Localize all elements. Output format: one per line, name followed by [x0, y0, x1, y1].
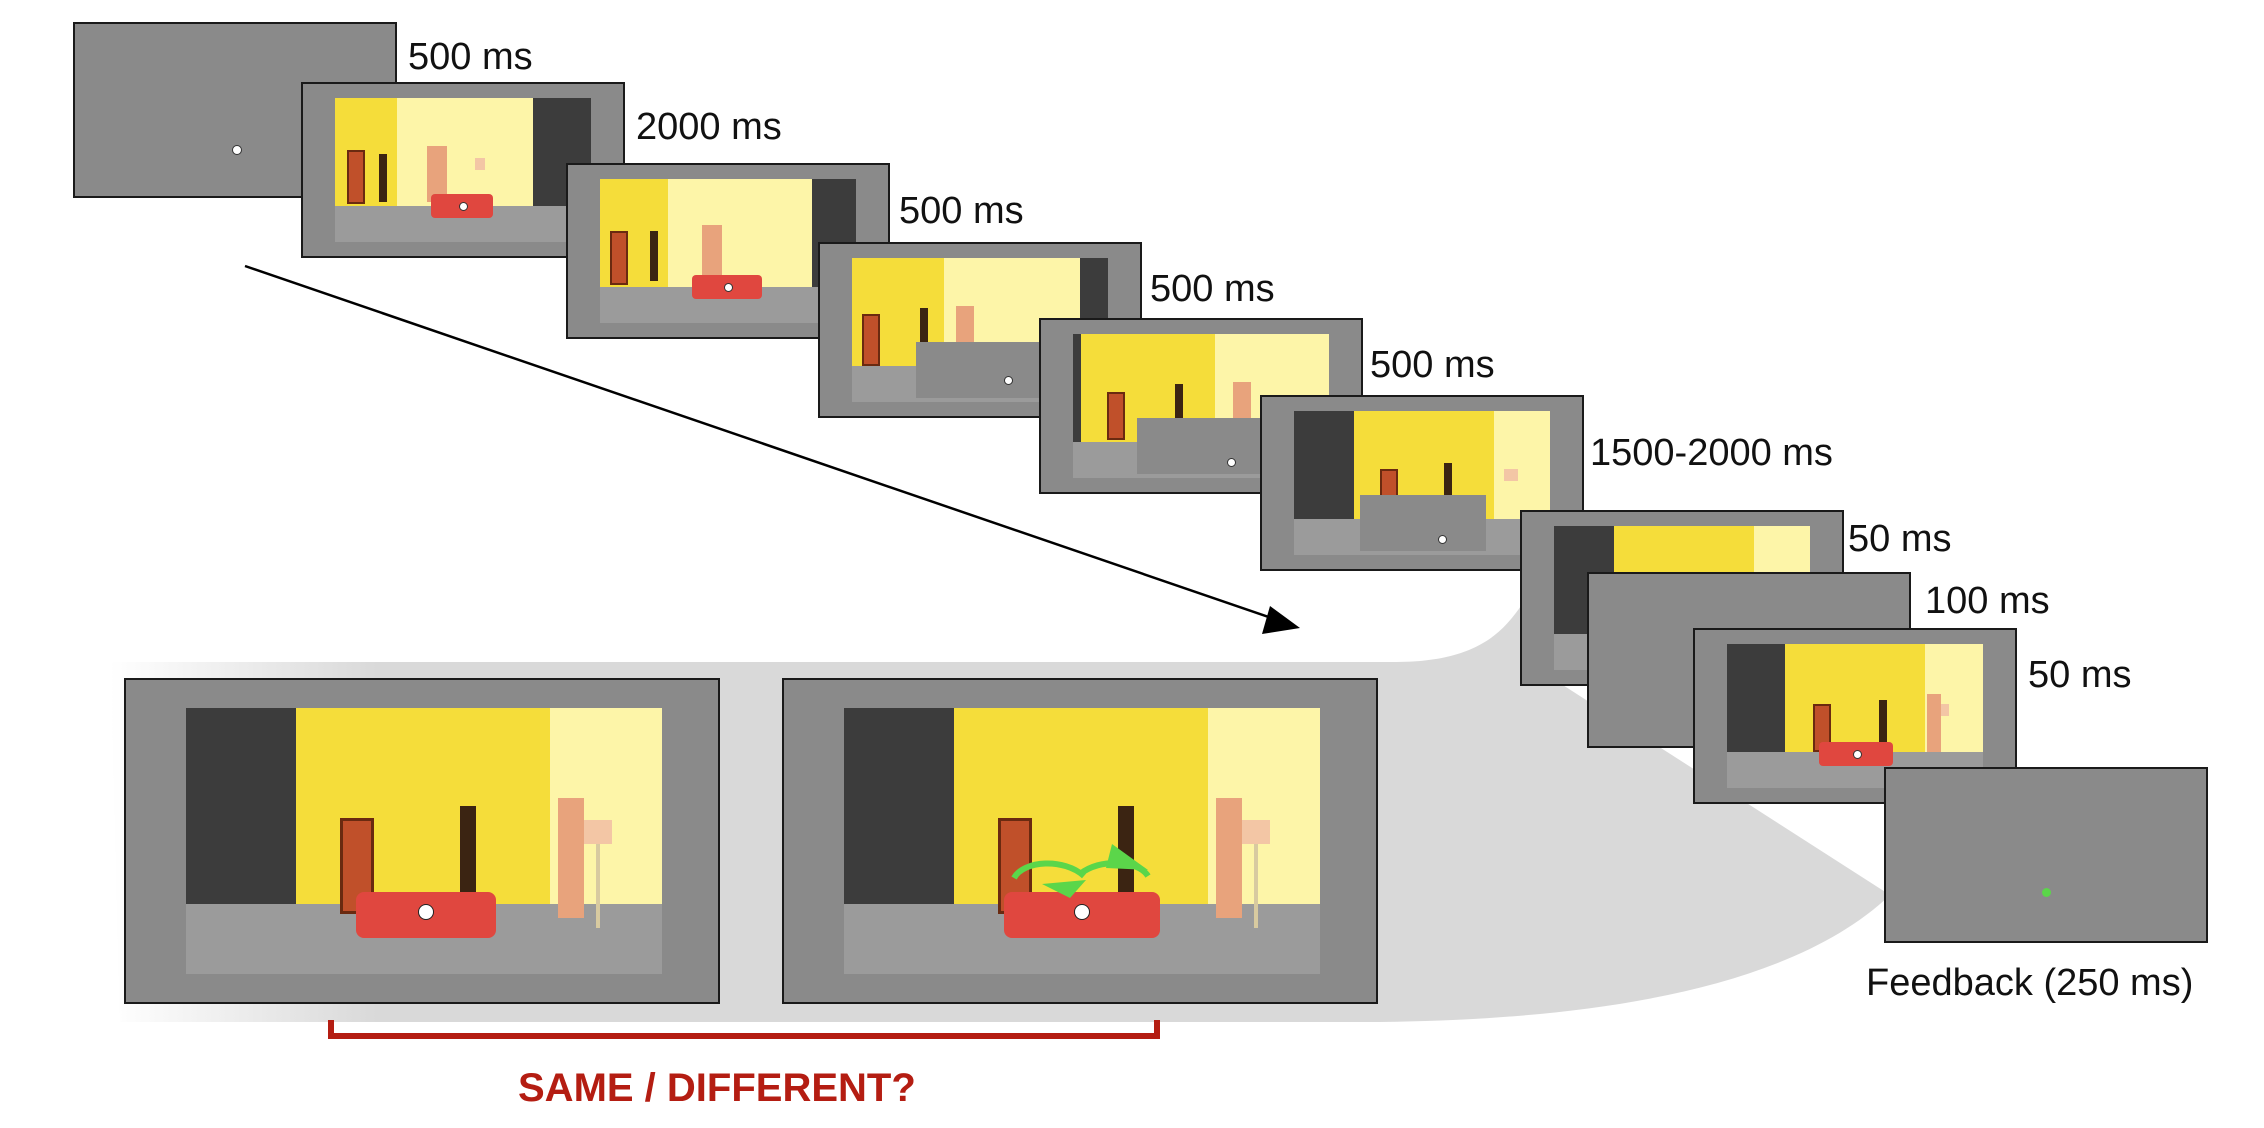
- fixation-dot-icon: [1438, 535, 1447, 544]
- curtain-icon: [956, 306, 974, 346]
- clock-icon: [1175, 384, 1183, 430]
- enlarged-original-scene: [124, 678, 720, 1004]
- lamp-icon: [1504, 469, 1518, 481]
- room-scene: [335, 98, 591, 242]
- enlarged-rotated-scene: [782, 678, 1378, 1004]
- feedback-dot-icon: [2042, 888, 2051, 897]
- fixation-dot-icon: [724, 283, 733, 292]
- timeline-arrowhead-icon: [1262, 606, 1300, 634]
- curtain-icon: [702, 225, 722, 283]
- curtain-icon: [427, 146, 447, 202]
- clock-icon: [1444, 463, 1452, 507]
- curtain-icon: [1216, 798, 1242, 918]
- duration-label-3: 500 ms: [899, 190, 1024, 232]
- door-icon: [862, 314, 880, 366]
- clock-icon: [1879, 700, 1887, 746]
- duration-label-6: 1500-2000 ms: [1590, 432, 1833, 474]
- curtain-icon: [558, 798, 584, 918]
- fixation-dot-icon: [232, 145, 242, 155]
- door-icon: [610, 231, 628, 285]
- duration-label-9: 50 ms: [2028, 654, 2132, 696]
- fixation-dot-icon: [1004, 376, 1013, 385]
- same-different-bracket: [328, 1033, 1160, 1039]
- occluder-panel: [1360, 495, 1486, 551]
- occluded-scene-frame-3: [1260, 395, 1584, 571]
- room-scene: [844, 708, 1320, 974]
- clock-icon: [650, 231, 658, 281]
- duration-label-1: 500 ms: [408, 36, 533, 78]
- feedback-frame: [1884, 767, 2208, 943]
- curtain-icon: [1233, 382, 1251, 422]
- duration-label-7: 50 ms: [1848, 518, 1952, 560]
- room-scene: [1294, 411, 1550, 555]
- duration-label-5: 500 ms: [1370, 344, 1495, 386]
- curtain-icon: [1927, 694, 1941, 752]
- fixation-dot-icon: [1074, 904, 1090, 920]
- room-scene: [186, 708, 662, 974]
- fixation-dot-icon: [1853, 750, 1862, 759]
- timeline-arrow-icon: [244, 264, 1296, 628]
- rotation-arrows-icon: [1011, 844, 1151, 898]
- bracket-right-tick: [1154, 1020, 1160, 1039]
- feedback-label: Feedback (250 ms): [1866, 962, 2194, 1004]
- fixation-dot-icon: [418, 904, 434, 920]
- clock-icon: [920, 308, 928, 354]
- door-icon: [1107, 392, 1125, 440]
- clock-icon: [379, 154, 387, 202]
- duration-label-4: 500 ms: [1150, 268, 1275, 310]
- fixation-dot-icon: [459, 202, 468, 211]
- duration-label-2: 2000 ms: [636, 106, 782, 148]
- lamp-icon: [584, 820, 612, 844]
- lamp-icon: [1242, 820, 1270, 844]
- lamp-icon: [475, 158, 485, 170]
- door-icon: [347, 150, 365, 204]
- bracket-left-tick: [328, 1020, 334, 1039]
- fixation-dot-icon: [1227, 458, 1236, 467]
- duration-label-8: 100 ms: [1925, 580, 2050, 622]
- clock-icon: [460, 806, 476, 906]
- same-different-question: SAME / DIFFERENT?: [518, 1066, 916, 1110]
